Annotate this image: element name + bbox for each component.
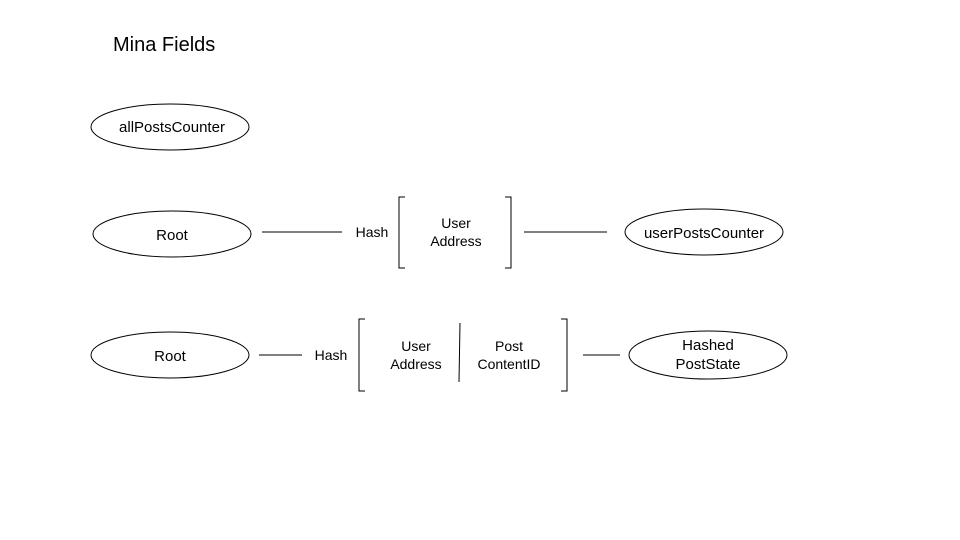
row-user-posts-counter: Root Hash User Address userPostsCounter — [92, 196, 784, 269]
key-divider-2 — [458, 322, 461, 383]
bracket-right-1 — [505, 196, 512, 269]
node-all-posts-counter: allPostsCounter — [90, 103, 250, 151]
label-all-posts-counter: allPostsCounter — [119, 119, 225, 136]
row-hashed-post-state: Root Hash User Address Post ContentID Ha… — [90, 318, 788, 392]
label-post: Post — [495, 338, 523, 354]
bracket-left-2 — [358, 318, 365, 392]
label-root-2: Root — [154, 348, 187, 365]
label-user-posts-counter: userPostsCounter — [644, 225, 764, 242]
label-hash-2: Hash — [315, 347, 348, 363]
label-address-2: Address — [390, 356, 441, 372]
ellipse-user-posts-counter — [624, 208, 784, 256]
ellipse-root-2 — [90, 331, 250, 379]
label-content-id: ContentID — [477, 356, 540, 372]
label-user-2: User — [401, 338, 431, 354]
label-user-1: User — [441, 215, 471, 231]
bracket-left-1 — [398, 196, 405, 269]
ellipse-root-1 — [92, 210, 252, 258]
label-root-1: Root — [156, 227, 189, 244]
label-hashed: Hashed — [682, 337, 734, 354]
ellipse-all-posts-counter — [90, 103, 250, 151]
label-hash-1: Hash — [356, 224, 389, 240]
bracket-right-2 — [561, 318, 568, 392]
ellipse-hashed-post-state — [628, 330, 788, 380]
label-post-state: PostState — [675, 356, 740, 373]
label-address-1: Address — [430, 233, 481, 249]
diagram-title: Mina Fields — [113, 34, 215, 56]
